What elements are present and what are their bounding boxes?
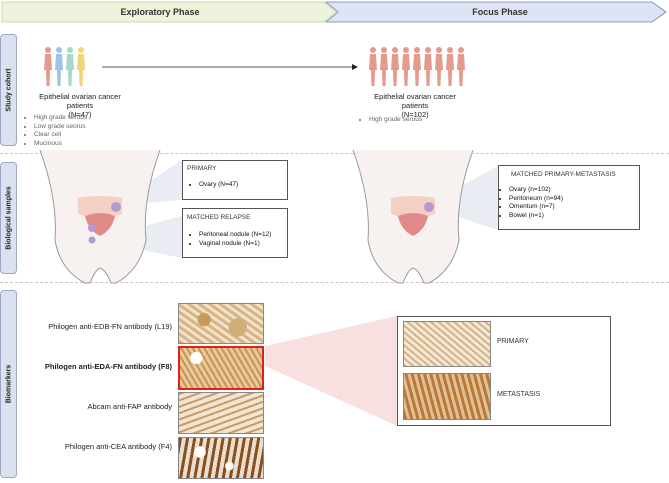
primary-sample-list: Ovary (N=47): [189, 181, 238, 190]
focus-phase-arrow: [324, 1, 667, 23]
list-item: High grade serous: [369, 116, 422, 125]
ihc-image-f8: [178, 346, 264, 390]
section-divider: [0, 282, 669, 283]
primary-tissue-label: PRIMARY: [497, 338, 529, 345]
exploratory-subtype-list: High grade serous Low grade seorus Clear…: [25, 114, 87, 148]
matched-box-title: MATCHED PRIMARY-METASTASIS: [511, 171, 616, 178]
list-item: Clear cell: [34, 131, 87, 140]
zoom-wedge: [265, 316, 397, 426]
list-item: Low grade seorus: [34, 123, 87, 132]
list-item: Bowel (n=1): [509, 212, 563, 221]
focus-cohort-count: (N=102): [401, 110, 429, 119]
antibody-label: Philogen anti-CEA antibody (F4): [64, 442, 172, 451]
focus-subtype-list: High grade serous: [360, 116, 422, 125]
relapse-sample-list: Peritoneal nodule (N=12) Vaginal nodule …: [189, 231, 271, 248]
list-item: High grade serous: [34, 114, 87, 123]
antibody-label-highlighted: Philogen anti-EDA-FN antibody (F8): [44, 362, 172, 371]
ihc-image-primary: [403, 321, 491, 367]
list-item: Mucinous: [34, 140, 87, 149]
exploratory-phase-arrow: [1, 1, 337, 23]
list-item: Vaginal nodule (N=1): [199, 240, 271, 249]
section-tab-samples: Biological samples: [0, 162, 17, 274]
relapse-box-title: MATCHED RELAPSE: [187, 214, 251, 221]
focus-torso: [352, 149, 474, 284]
metastasis-tissue-label: METASTASIS: [497, 391, 541, 398]
exploratory-cohort-count: (N=47): [68, 110, 92, 119]
anatomy-illustrations: [39, 149, 498, 284]
focus-cohort-title: Epithelial ovarian cancer patients: [374, 92, 456, 110]
ihc-image-l19: [178, 303, 264, 344]
exploratory-phase-label: Exploratory Phase: [120, 7, 200, 17]
antibody-label: Philogen anti-EDB-FN antibody (L19): [48, 322, 172, 331]
ihc-image-metastasis: [403, 373, 491, 420]
exploratory-cohort-title: Epithelial ovarian cancer patients: [39, 92, 121, 110]
ihc-image-f4: [178, 437, 264, 479]
section-tab-cohort: Study cohort: [0, 34, 17, 146]
matched-samples-box: MATCHED PRIMARY-METASTASIS Ovary (n=102)…: [498, 165, 640, 230]
list-item: Peritoneum (n=94): [509, 195, 563, 204]
primary-box-title: PRIMARY: [187, 165, 217, 172]
zoom-callout: [265, 316, 397, 426]
exploratory-patient-icons: [44, 47, 85, 86]
exploratory-cohort: Epithelial ovarian cancer patients (N=47…: [25, 92, 135, 119]
ihc-image-fap: [178, 392, 264, 434]
exploratory-torso: [39, 149, 161, 284]
cohort-figures: [44, 47, 465, 86]
section-tab-biomarkers: Biomarkers: [0, 290, 17, 478]
focus-patient-icons: [369, 47, 465, 86]
list-item: Ovary (n=102): [509, 186, 563, 195]
focus-cohort: Epithelial ovarian cancer patients (N=10…: [360, 92, 470, 119]
matched-sample-list: Ovary (n=102) Peritoneum (n=94) Omentum …: [499, 186, 563, 220]
list-item: Omentum (n=7): [509, 203, 563, 212]
list-item: Peritoneal nodule (N=12): [199, 231, 271, 240]
relapse-samples-box: MATCHED RELAPSE Peritoneal nodule (N=12)…: [182, 208, 288, 258]
matched-callout-wedge: [425, 166, 498, 230]
antibody-label: Abcam anti-FAP antibody: [87, 402, 173, 411]
section-divider: [0, 153, 669, 154]
phase-arrows: [1, 1, 667, 23]
primary-samples-box: PRIMARY Ovary (N=47): [182, 160, 288, 200]
focus-phase-label: Focus Phase: [472, 7, 528, 17]
list-item: Ovary (N=47): [199, 181, 238, 190]
